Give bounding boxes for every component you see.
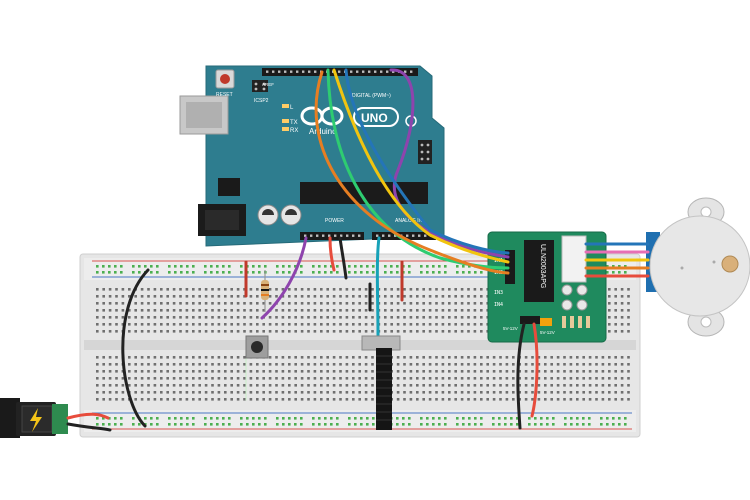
- motor-connector: [561, 235, 587, 283]
- reset-label: RESET: [216, 92, 233, 98]
- wire-red-driver: [530, 322, 539, 418]
- uno-logo: UNO: [353, 107, 399, 127]
- chip-label: ULN2003APG: [539, 244, 546, 288]
- wire-black-rail: [121, 268, 150, 428]
- rx-label: RX: [290, 128, 298, 134]
- svg-text:Arduino: Arduino: [309, 127, 337, 136]
- wire-purple-button: [260, 236, 308, 320]
- wire-red-jack: [66, 412, 110, 420]
- driver-resistor: [578, 316, 582, 328]
- icsp2-label: ICSP2: [254, 98, 269, 104]
- uln2003-chip: [524, 240, 554, 302]
- wire-orange: [314, 70, 510, 275]
- wire-cyan-analog: [375, 236, 381, 337]
- driver-resistor: [562, 316, 566, 328]
- center-channel: [84, 340, 636, 350]
- icsp2-header: [252, 80, 268, 92]
- wire-blue: [344, 68, 510, 255]
- power-input-header: [520, 316, 540, 324]
- input-header: [505, 250, 515, 284]
- pin-label-in4: IN4: [494, 302, 503, 308]
- analog-header: [372, 232, 436, 240]
- digital-label: DIGITAL (PWM~): [352, 93, 391, 99]
- power-label: POWER: [325, 218, 344, 224]
- wire-red-5v: [328, 236, 336, 272]
- aref-label: AREF: [262, 82, 274, 87]
- breadboard-jumpers: [244, 260, 404, 401]
- status-led: [576, 284, 588, 296]
- driver-resistor: [586, 316, 590, 328]
- icsp-header: [418, 140, 432, 164]
- lightning-icon: [30, 408, 42, 432]
- status-led: [576, 299, 588, 311]
- signal-wires: [66, 68, 650, 432]
- tx-label: TX: [290, 120, 298, 126]
- driver-power-label: 5V-12V: [503, 326, 518, 331]
- wire-black-gnd: [338, 236, 348, 280]
- svg-text:UNO: UNO: [361, 111, 388, 125]
- status-led: [561, 284, 573, 296]
- analog-label: ANALOG IN: [395, 218, 423, 224]
- jumper-label: 5V-12V: [540, 330, 555, 335]
- wire-green: [326, 68, 510, 270]
- bottom-power-rail: [84, 410, 636, 432]
- wire-black-driver: [516, 322, 526, 430]
- pin-label-in3: IN3: [494, 290, 503, 296]
- stepper-motor: [646, 197, 750, 337]
- l-led-label: L: [290, 105, 294, 111]
- status-led: [561, 299, 573, 311]
- breadboard-holes: [96, 265, 630, 426]
- wire-yellow: [332, 68, 510, 264]
- power-jumper: [540, 318, 552, 326]
- push-button: [245, 335, 269, 359]
- resistor: [261, 270, 269, 312]
- potentiometer: [361, 335, 401, 430]
- power-jack: [0, 398, 68, 438]
- driver-resistor: [570, 316, 574, 328]
- power-header: [300, 232, 364, 240]
- wire-black-jack: [66, 422, 112, 432]
- voltage-regulator: [218, 178, 240, 196]
- uln2003-driver-board: ULN2003APG IN1 IN2 IN3 IN4 5V-12V 5V-12V: [487, 231, 607, 343]
- wire-purple: [389, 68, 510, 259]
